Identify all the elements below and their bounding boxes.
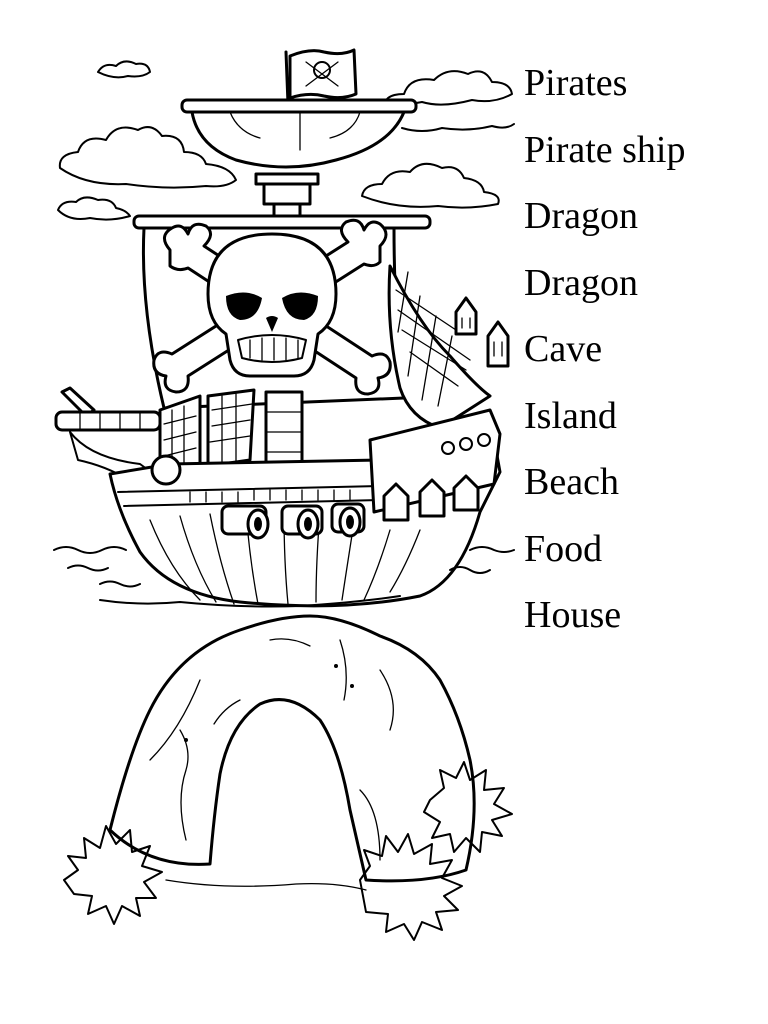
top-sail <box>180 98 418 222</box>
word-item: Cave <box>524 328 603 370</box>
word-item: Food <box>524 527 603 570</box>
water-waves <box>53 546 515 608</box>
word-item: Island <box>524 394 617 437</box>
stern-towers <box>454 296 510 368</box>
rock-cave-drawing <box>63 614 513 941</box>
word-item: Dragon <box>524 195 638 237</box>
skull-flag-icon <box>284 48 358 106</box>
clouds <box>57 60 515 221</box>
word-item: Dragon <box>524 261 638 304</box>
main-sail <box>132 214 432 410</box>
rigging <box>158 264 492 478</box>
main-mast <box>264 390 304 470</box>
word-item: House <box>524 594 622 636</box>
word-item: Beach <box>524 461 619 503</box>
word-list: Pirates Pirate ship Dragon Dragon Cave I… <box>524 50 685 649</box>
word-item: Pirates <box>524 62 628 104</box>
word-item: Pirate ship <box>524 128 686 171</box>
ship-hull <box>108 408 502 608</box>
